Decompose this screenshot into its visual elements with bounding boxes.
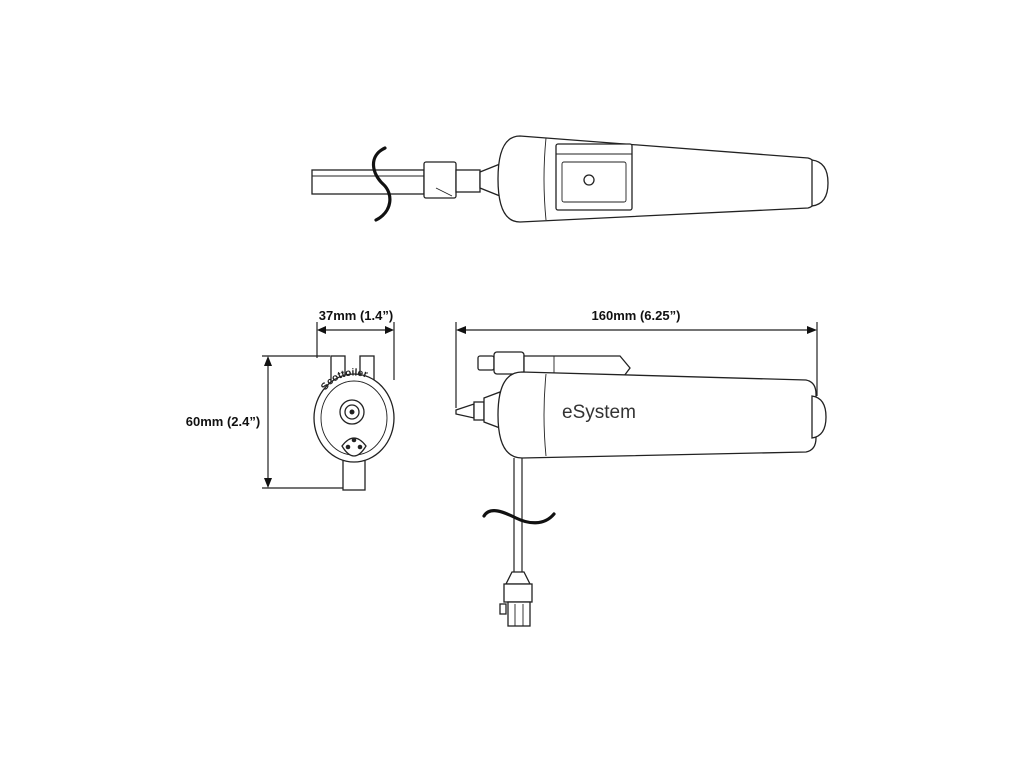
side-body [497, 371, 817, 459]
height-dimension-label: 60mm (2.4”) [186, 414, 260, 429]
brand-text: eSystem [562, 402, 636, 423]
break-wave-icon [482, 509, 556, 525]
side-end-cap [811, 395, 827, 439]
break-wave-icon [371, 146, 392, 222]
top-hose [311, 169, 425, 195]
width-dimension-label: 37mm (1.4”) [319, 308, 393, 323]
top-union [423, 161, 457, 199]
end-view: Scottoiler 37mm (1.4”) 60mm (2.4”) [186, 308, 395, 491]
side-connector [504, 571, 532, 585]
side-view: 160mm (6.25”) eSystem [455, 308, 827, 627]
top-end-cap [811, 159, 829, 207]
top-bracket-hole [583, 174, 595, 186]
top-spigot [455, 169, 481, 193]
top-bracket [555, 143, 633, 211]
top-body [497, 135, 817, 223]
top-view [311, 135, 829, 223]
length-dimension-label: 160mm (6.25”) [592, 308, 681, 323]
